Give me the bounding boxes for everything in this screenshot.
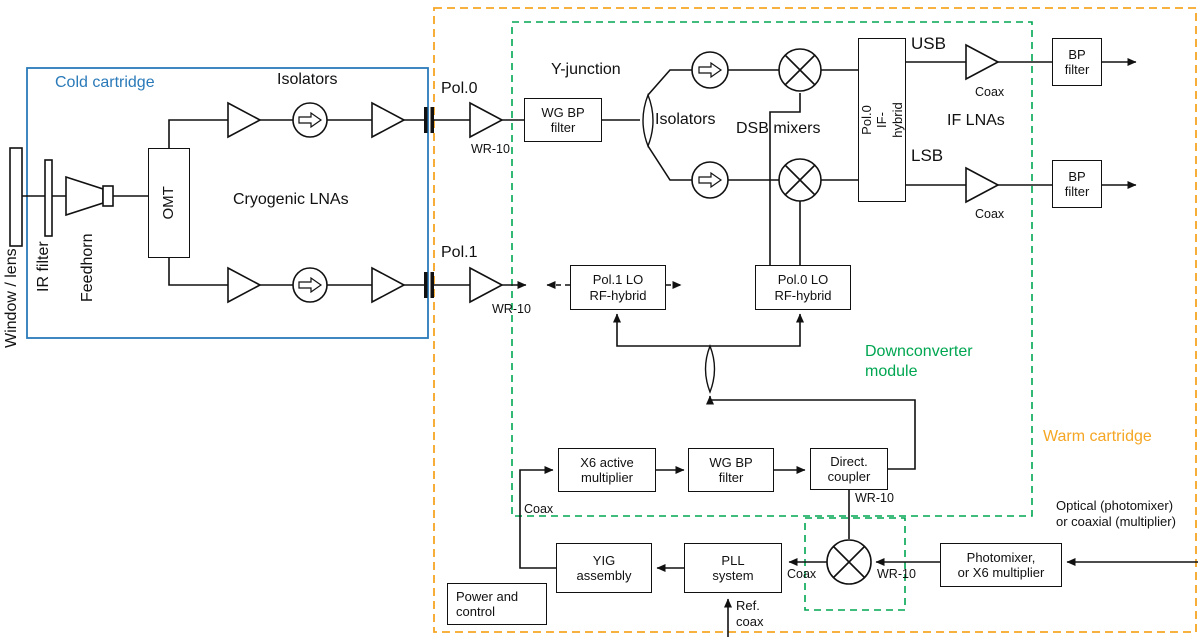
lo-splitter-right-arm: [710, 313, 804, 347]
downconverter-label: Downconverter module: [865, 343, 973, 380]
coupler-to-splitter-line: [706, 395, 916, 470]
mixer-icon: [778, 48, 822, 92]
window-lens-label: Window / lens: [3, 248, 20, 348]
bp-filter-lsb-box: BP filter: [1052, 160, 1102, 208]
omt-box-label: OMT: [160, 186, 178, 220]
feedhorn-throat-symbol: [102, 185, 114, 207]
usb-label: USB: [911, 34, 946, 53]
lo-mixer-outline: [804, 517, 906, 611]
warm-cartridge-label: Warm cartridge: [1043, 428, 1152, 445]
cold-cartridge-outline: [26, 67, 429, 339]
amplifier-icon: [965, 43, 1000, 81]
window-lens-symbol: [9, 147, 23, 247]
mixer-icon: [778, 158, 822, 202]
coupler-wr10-label: WR-10: [855, 491, 894, 505]
bp-filter-usb-box: BP filter: [1052, 38, 1102, 86]
lo-to-mixer-lines: [769, 93, 801, 265]
warm-cartridge-outline: [433, 7, 1197, 633]
isolator-icon: [292, 102, 328, 138]
photomixer-wr10-label: WR-10: [877, 567, 916, 581]
feedhorn-label: Feedhorn: [79, 233, 96, 303]
isolator-icon: [691, 51, 729, 89]
pol0-wr10-label: WR-10: [471, 142, 510, 156]
pll-system-box: PLL system: [684, 543, 782, 593]
pol0-lo-hybrid-box: Pol.0 LO RF-hybrid: [755, 265, 851, 310]
if-hybrid-box-label: Pol.0 IF-hybrid: [859, 102, 905, 138]
y-junction-icon: [642, 93, 654, 148]
if-lnas-label: IF LNAs: [947, 112, 1005, 129]
lsb-label: LSB: [911, 146, 944, 165]
photomixer-box: Photomixer, or X6 multiplier: [940, 543, 1062, 587]
usb-coax-label: Coax: [975, 85, 1005, 99]
omt-box: OMT: [148, 148, 190, 258]
wg-bp-filter-rf-box: WG BP filter: [524, 98, 602, 142]
lsb-coax-label: Coax: [975, 207, 1005, 221]
direct-coupler-box: Direct. coupler: [810, 448, 888, 490]
waveguide-flange-icon: [424, 272, 434, 298]
yig-assembly-box: YIG assembly: [556, 543, 652, 593]
ir-filter-symbol: [44, 159, 53, 237]
y-junction-icon: [704, 344, 716, 394]
isolators-if-label: Isolators: [655, 111, 716, 128]
mixer-to-if-hybrid-lines: [821, 69, 858, 181]
yig-coax-label: Coax: [524, 502, 554, 516]
waveguide-flange-icon: [424, 107, 434, 133]
downconverter-outline: [511, 21, 1033, 517]
connector-lines: [22, 58, 1198, 637]
cryogenic-lnas-label: Cryogenic LNAs: [233, 191, 349, 208]
if-hybrid-box: Pol.0 IF-hybrid: [858, 38, 906, 202]
amplifier-icon: [469, 266, 504, 304]
amplifier-icon: [371, 101, 406, 139]
dsb-mixers-label: DSB mixers: [736, 120, 821, 137]
pol1-label: Pol.1: [441, 244, 478, 261]
y-junction-label: Y-junction: [551, 61, 621, 78]
ir-filter-label: IR filter: [35, 241, 52, 292]
ref-coax-label: Ref. coax: [736, 598, 764, 629]
isolators-cold-label: Isolators: [277, 71, 338, 88]
yig-to-multiplier-line: [519, 466, 556, 569]
isolator-icon: [292, 267, 328, 303]
amplifier-icon: [371, 266, 406, 304]
pol1-wr10-label: WR-10: [492, 302, 531, 316]
x6-multiplier-box: X6 active multiplier: [558, 448, 656, 492]
amplifier-icon: [227, 266, 262, 304]
lo-splitter-left-arm: [613, 313, 710, 347]
amplifier-icon: [469, 101, 504, 139]
pol0-label: Pol.0: [441, 80, 478, 97]
mixer-icon: [826, 539, 872, 585]
amplifier-icon: [227, 101, 262, 139]
component-symbols: [9, 43, 1000, 585]
isolator-icon: [691, 161, 729, 199]
lo-input-note: Optical (photomixer) or coaxial (multipl…: [1056, 498, 1176, 529]
wg-bp-filter-lo-box: WG BP filter: [688, 448, 774, 492]
rf-splitter-arm-lines: [647, 69, 692, 181]
power-control-box: Power and control: [447, 583, 547, 625]
feedhorn-symbol: [65, 175, 104, 217]
cold-cartridge-label: Cold cartridge: [55, 74, 155, 91]
pol1-lo-hybrid-box: Pol.1 LO RF-hybrid: [570, 265, 666, 310]
amplifier-icon: [965, 166, 1000, 204]
omt-output-lines: [168, 119, 228, 286]
pll-coax-label: Coax: [787, 567, 817, 581]
